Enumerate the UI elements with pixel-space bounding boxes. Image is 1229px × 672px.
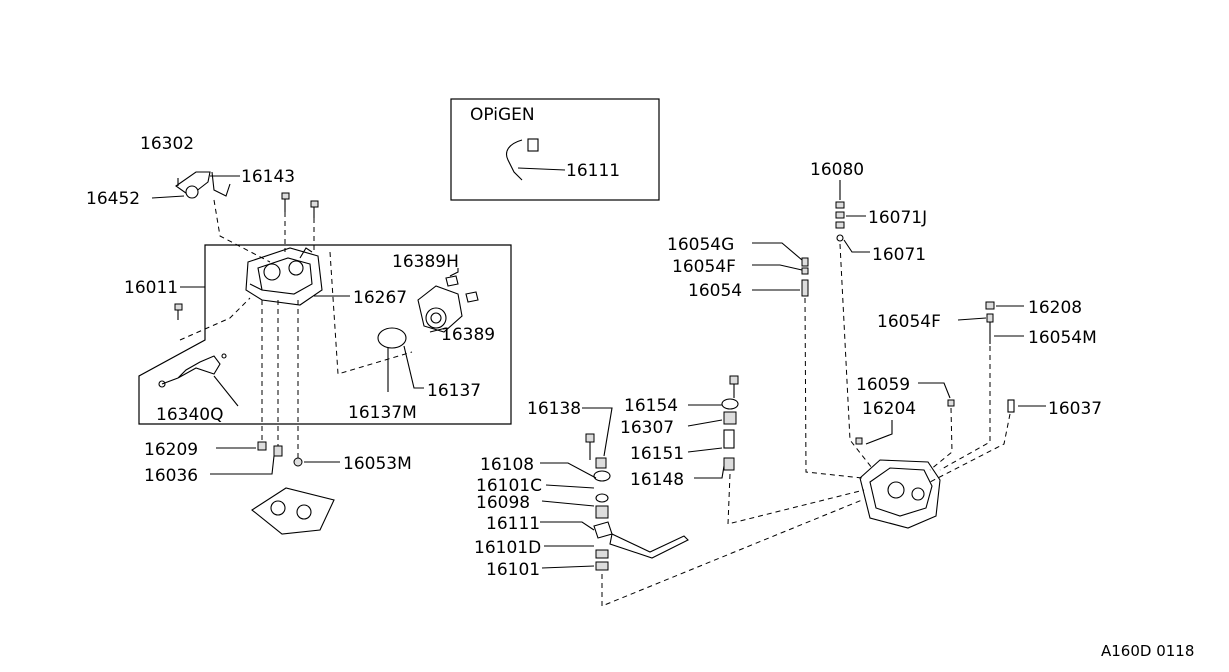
fitting-stack-icon bbox=[835, 201, 845, 242]
label-16307: 16307 bbox=[620, 418, 674, 438]
label-16011: 16011 bbox=[124, 278, 178, 298]
diaphragm-cover-icon bbox=[377, 275, 479, 349]
inset-box: OPiGEN 16111 bbox=[450, 98, 660, 201]
label-16080: 16080 bbox=[810, 160, 864, 180]
label-16340q: 16340Q bbox=[156, 405, 223, 425]
label-16302: 16302 bbox=[140, 134, 194, 154]
label-16101c: 16101C bbox=[476, 476, 542, 496]
carburetor-group bbox=[138, 171, 512, 458]
label-16054f-b: 16054F bbox=[877, 312, 941, 332]
label-16151: 16151 bbox=[630, 444, 684, 464]
sensor-right-icon bbox=[985, 301, 995, 344]
label-16101d: 16101D bbox=[474, 538, 541, 558]
sensor-stack-icon bbox=[801, 257, 809, 297]
callout-labels: 16302 16143 16452 16011 16389H 16267 163… bbox=[86, 134, 1194, 660]
label-16054g: 16054G bbox=[667, 235, 734, 255]
label-16452: 16452 bbox=[86, 189, 140, 209]
throttle-body-icon bbox=[859, 459, 941, 529]
carburetor-body-icon bbox=[245, 247, 323, 306]
label-16101: 16101 bbox=[486, 560, 540, 580]
label-16154: 16154 bbox=[624, 396, 678, 416]
spring-lever-icon bbox=[175, 171, 231, 199]
label-16138: 16138 bbox=[527, 399, 581, 419]
gasket-icon bbox=[251, 487, 335, 535]
label-16389h: 16389H bbox=[392, 252, 459, 272]
screw-icon bbox=[174, 192, 319, 320]
label-16208: 16208 bbox=[1028, 298, 1082, 318]
label-16037: 16037 bbox=[1048, 399, 1102, 419]
label-16137m: 16137M bbox=[348, 403, 417, 423]
label-16059: 16059 bbox=[856, 375, 910, 395]
label-16209: 16209 bbox=[144, 440, 198, 460]
label-16204: 16204 bbox=[862, 399, 916, 419]
label-16098: 16098 bbox=[476, 493, 530, 513]
label-16148: 16148 bbox=[630, 470, 684, 490]
inset-title: OPiGEN bbox=[470, 105, 535, 125]
injector-left-icon bbox=[585, 433, 689, 571]
label-16054m: 16054M bbox=[1028, 328, 1097, 348]
label-16108: 16108 bbox=[480, 455, 534, 475]
washers-icon bbox=[257, 441, 303, 467]
label-16054: 16054 bbox=[688, 281, 742, 301]
label-16071j: 16071J bbox=[868, 208, 927, 228]
label-16053m: 16053M bbox=[343, 454, 412, 474]
label-16054f-a: 16054F bbox=[672, 257, 736, 277]
injector-column-icon bbox=[721, 375, 739, 471]
inset-part-label: 16111 bbox=[566, 161, 620, 181]
label-16143: 16143 bbox=[241, 167, 295, 187]
label-16071: 16071 bbox=[872, 245, 926, 265]
label-16267: 16267 bbox=[353, 288, 407, 308]
diagram-code: A160D 0118 bbox=[1101, 642, 1194, 660]
linkage-icon bbox=[158, 353, 227, 388]
label-16137: 16137 bbox=[427, 381, 481, 401]
label-16389: 16389 bbox=[441, 325, 495, 345]
label-16111: 16111 bbox=[486, 514, 540, 534]
label-16036: 16036 bbox=[144, 466, 198, 486]
